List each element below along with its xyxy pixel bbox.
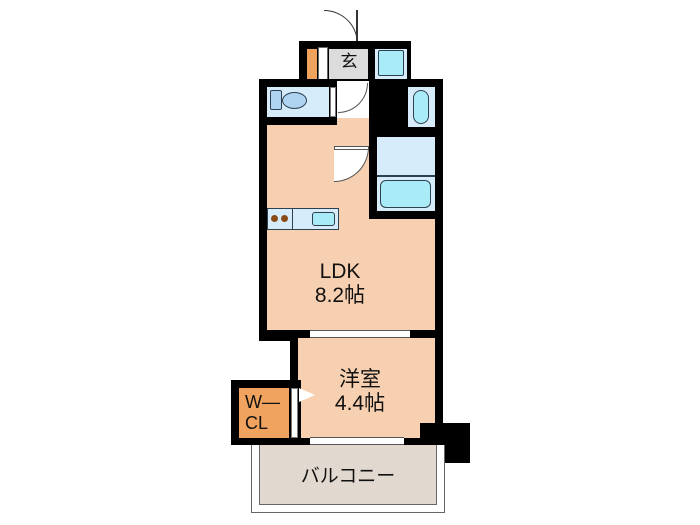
walk-in-closet: [239, 388, 289, 438]
ldk-size: 8.2帖: [314, 284, 366, 308]
washbasin-icon: [378, 50, 404, 76]
wall-hallway-divider: [369, 79, 377, 219]
entrance-floor: [329, 49, 368, 81]
toilet-door: [330, 87, 336, 117]
toilet-bowl-icon: [282, 92, 307, 109]
balcony-floor: [259, 445, 437, 505]
western-size: 4.4帖: [334, 392, 386, 416]
balcony-window[interactable]: [310, 437, 404, 445]
kitchen-divider: [292, 208, 293, 230]
room-ldk-lower: [267, 219, 435, 330]
wcl-line2: CL: [245, 412, 269, 433]
wcl-label: W— CL: [239, 392, 289, 433]
bathroom-divider: [377, 175, 435, 177]
ldk-name: LDK: [319, 260, 361, 283]
entrance-door-frame: [318, 47, 328, 81]
western-name: 洋室: [339, 368, 381, 391]
wcl-line1: W—: [245, 392, 280, 412]
stove-burner-icon: [271, 215, 278, 222]
entry-door-swing: [324, 10, 358, 44]
shoe-closet: [307, 49, 317, 79]
sliding-door-ldk-b[interactable]: [310, 330, 410, 338]
stove-burner-icon: [281, 215, 288, 222]
toilet-tank-icon: [270, 90, 282, 110]
ldk-door-frame: [334, 146, 369, 150]
balcony-label: バルコニー: [300, 466, 396, 487]
wcl-door-arrow-icon: [299, 388, 315, 402]
wcl-door[interactable]: [291, 388, 298, 438]
sink-icon: [312, 212, 335, 226]
western-label: 洋室 4.4帖: [320, 368, 400, 416]
entrance-label: 玄: [340, 52, 358, 71]
bathtub-icon: [380, 180, 431, 208]
ldk-label: LDK 8.2帖: [300, 260, 380, 308]
entry-door-leaf: [356, 10, 358, 44]
washer-icon: [413, 90, 429, 124]
room-western: [298, 338, 435, 438]
